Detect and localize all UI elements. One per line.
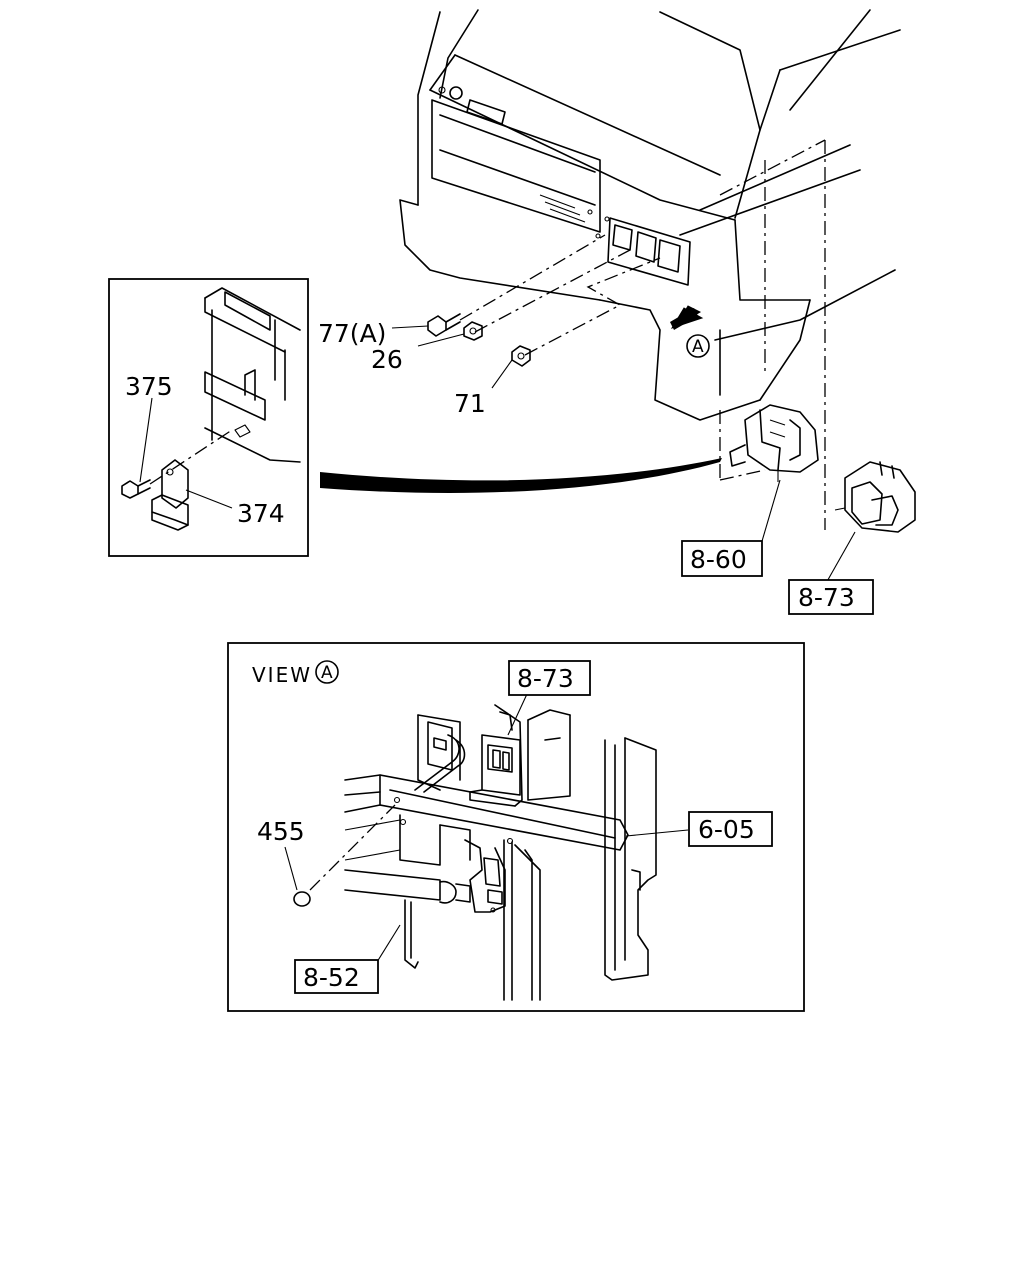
inset-callout-arrow bbox=[320, 458, 722, 493]
part-label-455: 455 bbox=[257, 817, 305, 846]
part-box-8-73-top bbox=[788, 579, 874, 615]
view-title: VIEW bbox=[252, 663, 312, 687]
part-label-374: 374 bbox=[237, 499, 285, 528]
part-label-8-73-top: 8-73 bbox=[798, 583, 855, 612]
part-label-8-73-view: 8-73 bbox=[517, 664, 574, 693]
nut-26-icon bbox=[463, 321, 483, 341]
view-arrow bbox=[670, 305, 704, 330]
bracket-detail-illustration bbox=[121, 287, 301, 531]
nut-71-icon bbox=[511, 345, 531, 367]
svg-text:A: A bbox=[321, 663, 333, 683]
connector-8-60-illustration bbox=[729, 404, 819, 482]
part-label-71: 71 bbox=[454, 389, 486, 418]
part-label-77a: 77(A) bbox=[318, 319, 386, 348]
part-label-375: 375 bbox=[125, 372, 173, 401]
part-box-6-05 bbox=[688, 811, 773, 847]
part-label-8-52: 8-52 bbox=[303, 963, 360, 992]
part-box-8-52 bbox=[294, 959, 379, 994]
view-a-illustration bbox=[309, 704, 657, 1001]
plug-455-icon bbox=[293, 891, 311, 907]
view-marker-circle: A bbox=[315, 660, 339, 684]
part-label-26: 26 bbox=[371, 345, 403, 374]
part-label-8-60: 8-60 bbox=[690, 545, 747, 574]
connector-8-73-illustration bbox=[834, 461, 916, 533]
part-box-8-60 bbox=[681, 540, 763, 577]
part-box-8-73-view bbox=[508, 660, 591, 696]
svg-text:A: A bbox=[692, 337, 704, 357]
view-marker-circle-top: A bbox=[686, 334, 710, 358]
cab-front-illustration bbox=[399, 9, 901, 530]
part-label-6-05: 6-05 bbox=[698, 815, 755, 844]
bolt-77a-icon bbox=[427, 313, 461, 337]
